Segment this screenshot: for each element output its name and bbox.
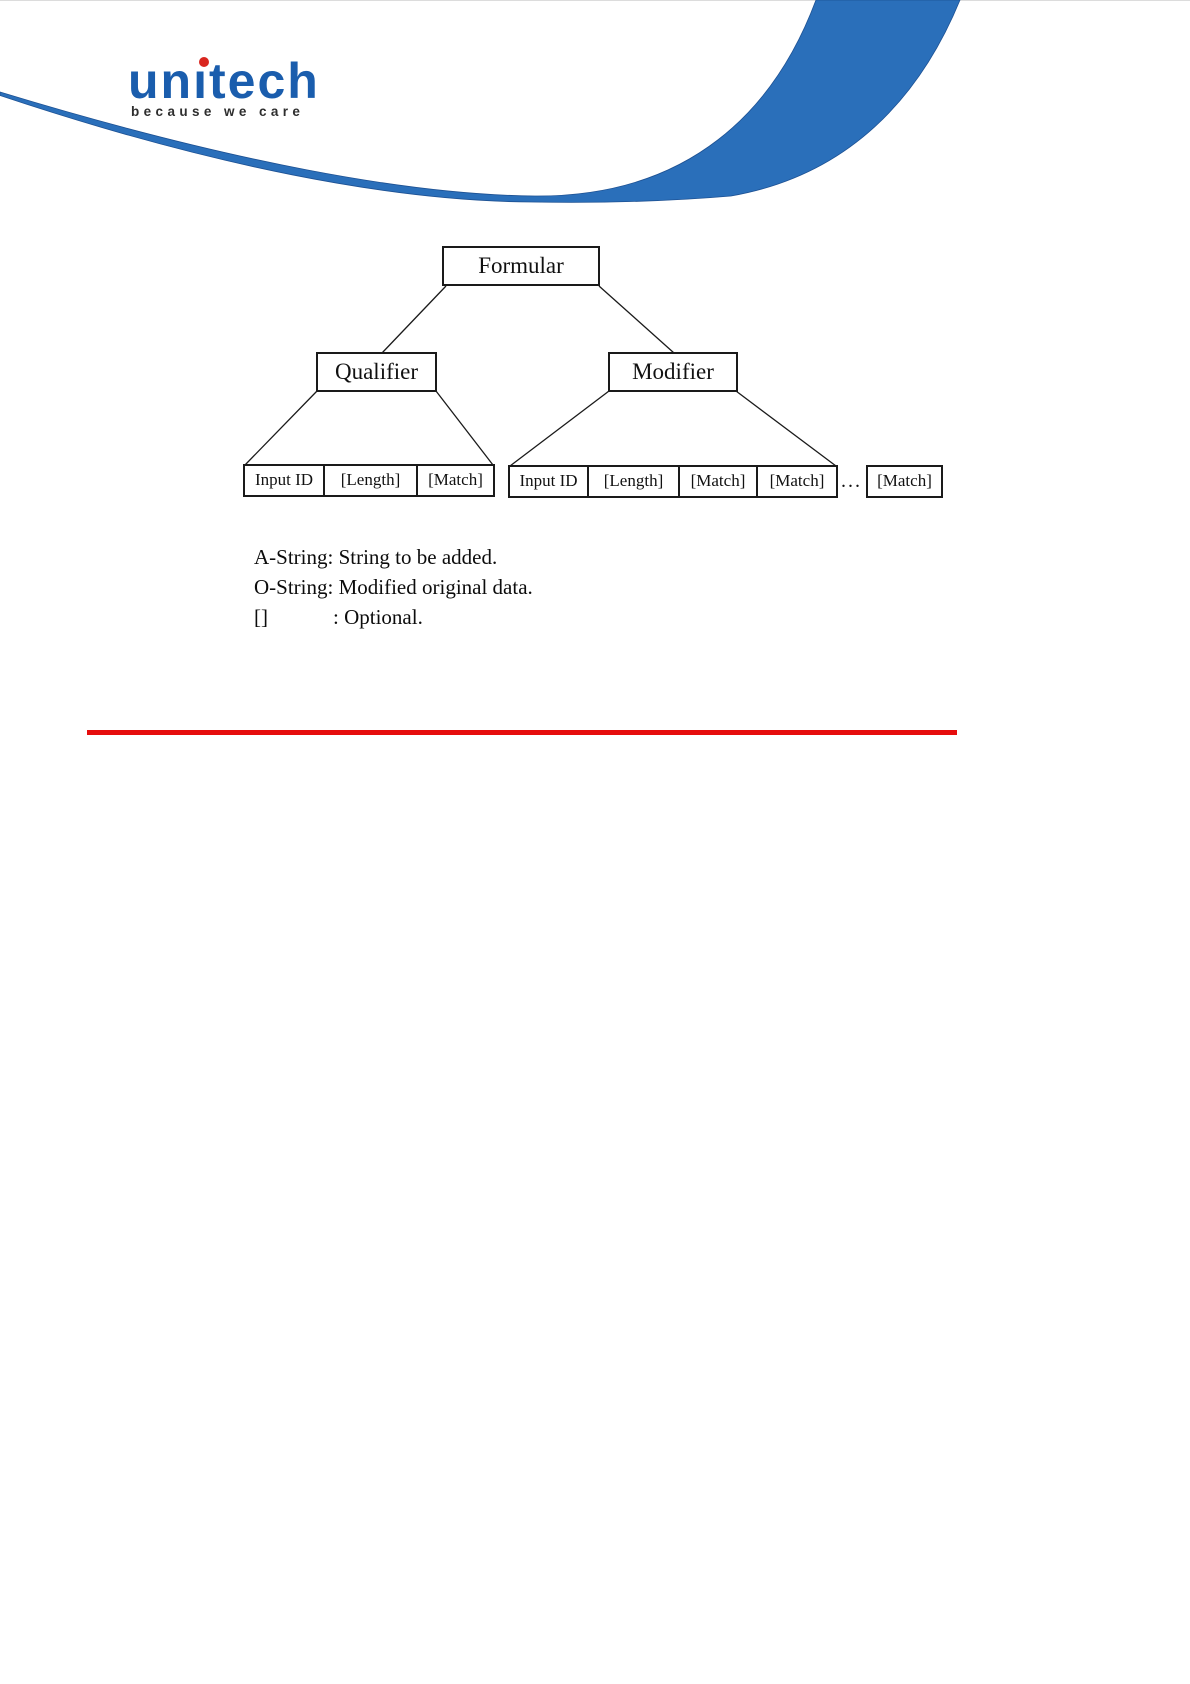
leaf-cell: [Match] (416, 464, 495, 497)
legend-block: A-String: String to be added. O-String: … (254, 542, 533, 632)
node-formular: Formular (442, 246, 600, 286)
leaf-cell: [Length] (587, 465, 680, 498)
connector-qualifier-right (435, 390, 494, 466)
logo-tagline: because we care (131, 104, 305, 119)
leaf-cell: Input ID (508, 465, 589, 498)
node-qualifier: Qualifier (316, 352, 437, 392)
connector-qualifier-left (244, 390, 318, 466)
modifier-leaf-row: Input ID [Length] [Match] [Match] (508, 465, 838, 498)
legend-line-a-string: A-String: String to be added. (254, 545, 498, 569)
leaf-cell: [Match] (678, 465, 758, 498)
unitech-logo: unıtech (128, 55, 320, 107)
leaf-cell: [Match] (756, 465, 838, 498)
connector-formular-qualifier (381, 285, 447, 354)
logo-text-pre: un (128, 53, 194, 109)
header-swoosh-path (0, 0, 961, 203)
leaf-cell-tail: [Match] (866, 465, 943, 498)
repeat-ellipsis: ... (841, 470, 862, 492)
legend-line-o-string: O-String: Modified original data. (254, 575, 533, 599)
connector-modifier-left (509, 390, 610, 467)
legend-line-optional: [] : Optional. (254, 602, 533, 632)
leaf-cell: [Length] (323, 464, 418, 497)
logo-i-dot (199, 57, 209, 67)
logo-text-post: tech (209, 53, 320, 109)
logo-text-i: ı (193, 53, 209, 109)
leaf-cell: Input ID (243, 464, 325, 497)
connector-modifier-right (735, 390, 837, 467)
red-divider-rule (87, 730, 957, 735)
node-modifier: Modifier (608, 352, 738, 392)
connector-formular-modifier (598, 285, 675, 354)
legend-brackets-symbol: [] (254, 605, 268, 629)
page-top-edge (0, 0, 1190, 1)
header-swoosh (0, 0, 961, 203)
legend-optional-text: : Optional. (333, 605, 423, 629)
qualifier-leaf-row: Input ID [Length] [Match] (243, 464, 495, 497)
